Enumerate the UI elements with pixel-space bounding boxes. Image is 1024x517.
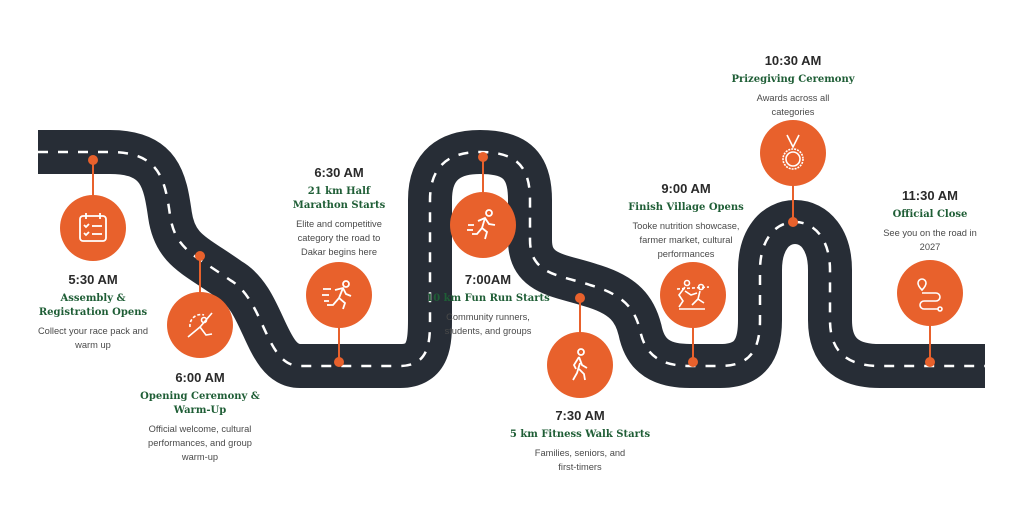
timeline-event: 6:00 AM Opening Ceremony & Warm-Up Offic… — [115, 370, 285, 464]
event-time: 11:30 AM — [902, 188, 958, 203]
event-title: Opening Ceremony & Warm-Up — [140, 391, 260, 416]
event-description: Elite and competitive category the road … — [296, 219, 382, 257]
event-description: Awards across all categories — [756, 93, 830, 117]
runner-icon — [467, 209, 496, 240]
event-time: 7:30 AM — [555, 408, 605, 423]
event-icon-badge — [167, 292, 233, 358]
event-title: Official Close — [892, 209, 968, 220]
event-title: 5 km Fitness Walk Starts — [509, 429, 651, 440]
route-pin-icon — [917, 278, 943, 312]
event-description: Tooke nutrition showcase, farmer market,… — [632, 221, 740, 259]
event-time: 7:00AM — [464, 272, 512, 287]
stretching-icon — [187, 312, 213, 338]
event-icon-badge — [897, 260, 963, 326]
event-title: Prizegiving Ceremony — [731, 74, 855, 85]
timeline-event: 7:30 AM 5 km Fitness Walk Starts Familie… — [495, 408, 665, 474]
event-title: 21 km Half Marathon Starts — [292, 186, 386, 211]
event-time: 9:00 AM — [661, 181, 711, 196]
timeline-event: 11:30 AM Official Close See you on the r… — [845, 188, 1015, 254]
timeline-event: 9:00 AM Finish Village Opens Tooke nutri… — [601, 181, 771, 261]
medal-icon — [782, 134, 804, 170]
event-time: 6:00 AM — [175, 370, 225, 385]
walker-icon — [572, 348, 588, 381]
event-title: Finish Village Opens — [628, 202, 744, 213]
event-time: 10:30 AM — [764, 53, 822, 68]
event-icon-badge — [660, 262, 726, 328]
calendar-checklist-icon — [79, 213, 107, 242]
event-description: See you on the road in 2027 — [883, 228, 977, 252]
event-description: Official welcome, cultural performances,… — [148, 424, 252, 462]
event-icon-badge — [306, 262, 372, 328]
timeline-event: 6:30 AM 21 km Half Marathon Starts Elite… — [254, 165, 424, 259]
event-icon-badge — [60, 195, 126, 261]
timeline-event: 5:30 AM Assembly & Registration Opens Co… — [8, 272, 178, 352]
event-title: 10 km Fun Run Starts — [426, 293, 550, 304]
event-icon-badge — [450, 192, 516, 258]
event-description: Families, seniors, and first-timers — [534, 448, 626, 472]
event-title: Assembly & Registration Opens — [38, 293, 148, 318]
timeline-event: 7:00AM 10 km Fun Run Starts Community ru… — [403, 272, 573, 338]
event-icon-badge — [760, 120, 826, 186]
event-description: Community runners, students, and groups — [444, 312, 532, 336]
event-description: Collect your race pack and warm up — [37, 326, 149, 350]
finish-line-icon — [676, 279, 710, 310]
sprinter-icon — [322, 280, 352, 310]
event-icon-badge — [547, 332, 613, 398]
timeline-event: 10:30 AM Prizegiving Ceremony Awards acr… — [708, 53, 878, 119]
event-time: 5:30 AM — [68, 272, 118, 287]
event-time: 6:30 AM — [314, 165, 364, 180]
